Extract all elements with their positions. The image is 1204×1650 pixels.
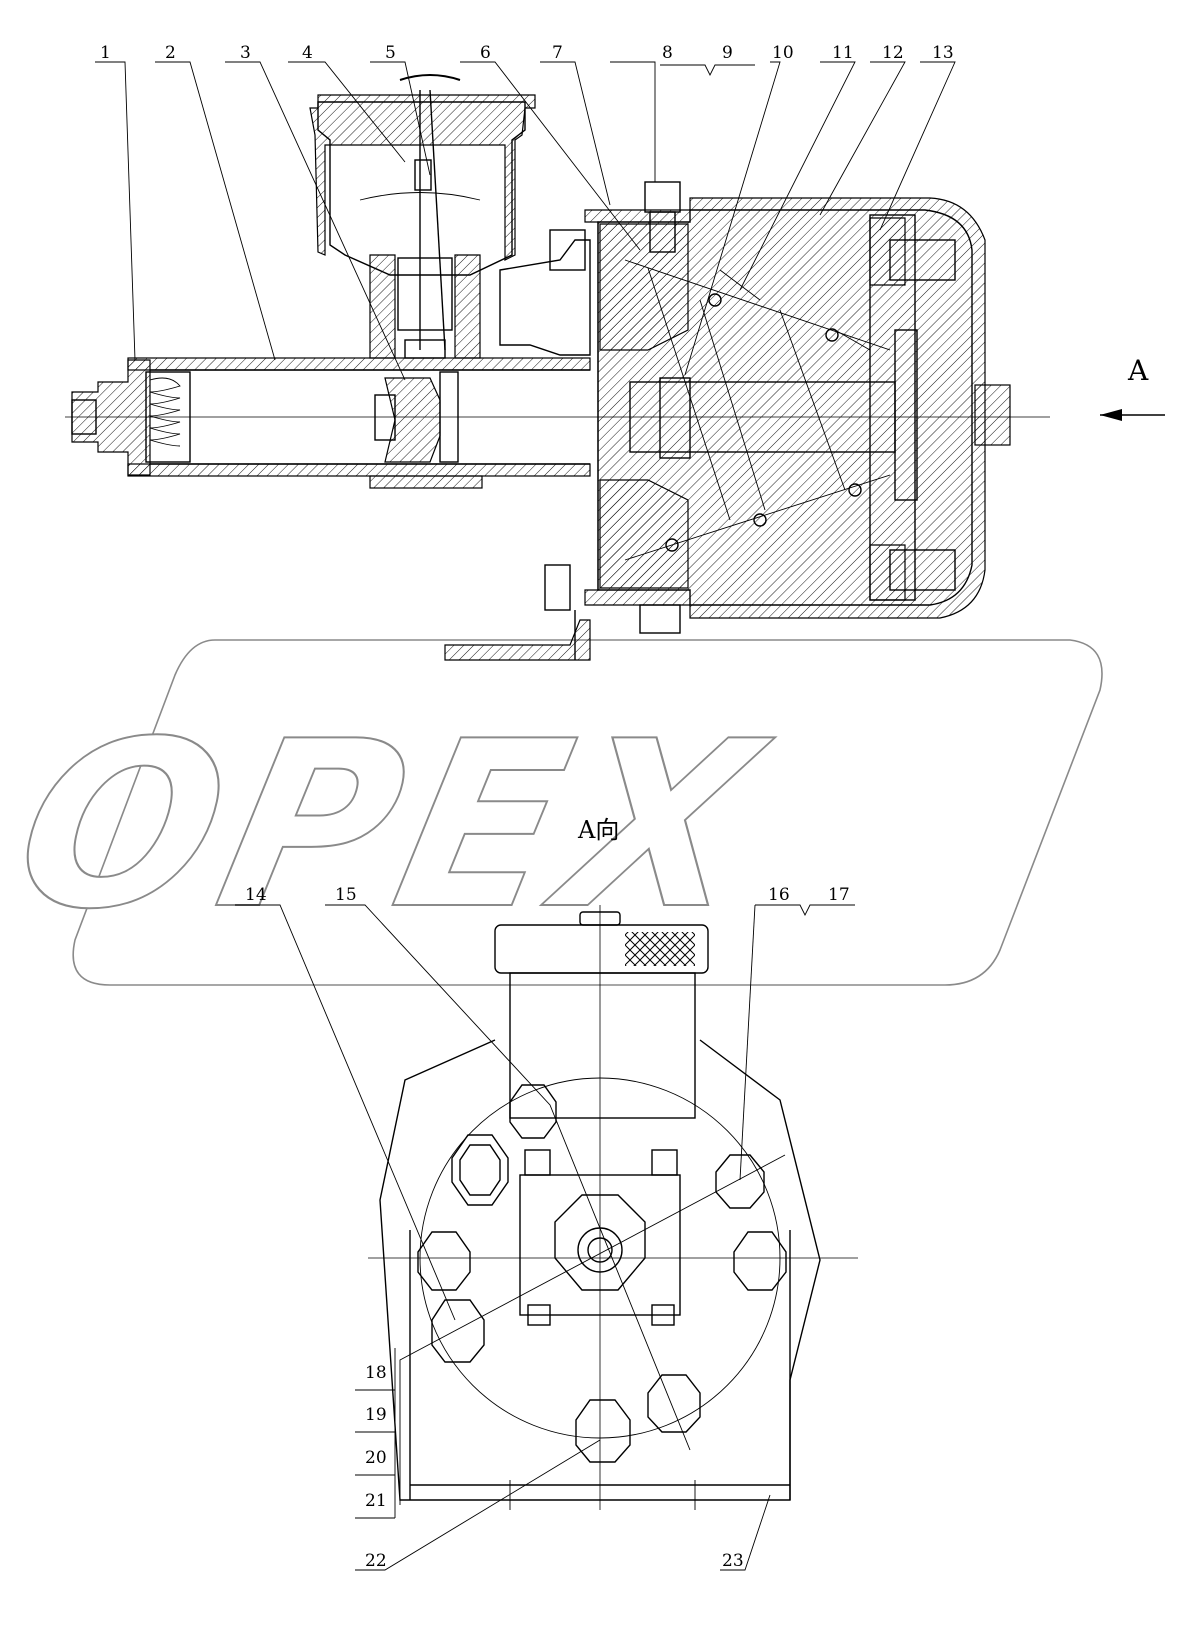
callout-12: 12	[882, 43, 904, 63]
reservoir	[309, 74, 536, 359]
svg-text:A: A	[1127, 354, 1149, 387]
callout-11: 11	[832, 43, 854, 63]
callout-10: 10	[772, 43, 794, 63]
callout-3: 3	[240, 43, 251, 63]
callout-9: 9	[722, 43, 733, 63]
watermark-text: OPEX	[0, 691, 785, 959]
callout-22: 22	[365, 1551, 387, 1571]
section-view: A 1 2 3 4 5 6 7 8 9 10 11 12 1	[65, 43, 1165, 661]
return-spring	[145, 371, 191, 463]
central-hub	[554, 1194, 646, 1291]
callout-6: 6	[480, 43, 491, 63]
callout-13: 13	[932, 43, 954, 63]
end-fitting	[71, 359, 151, 476]
callout-2: 2	[165, 43, 176, 63]
leader-lines-bottom	[235, 904, 855, 1571]
end-view: A向	[235, 816, 858, 1571]
callout-15: 15	[335, 885, 357, 905]
booster-housing	[444, 181, 1011, 661]
bolt-16	[715, 1154, 765, 1209]
cylinder-body-top-wall	[127, 357, 591, 371]
callout-14: 14	[245, 885, 267, 905]
callout-16: 16	[768, 885, 790, 905]
piston	[384, 377, 441, 463]
callout-table	[355, 1348, 396, 1519]
watermark: OPEX	[0, 639, 1103, 986]
callout-1: 1	[100, 43, 111, 63]
view-arrow-a: A	[1100, 354, 1165, 421]
callout-18: 18	[365, 1363, 387, 1383]
leader-lines-top	[95, 61, 956, 381]
view-title: A向	[577, 816, 619, 844]
callout-21: 21	[365, 1491, 387, 1511]
cylinder-body-bottom-wall	[127, 463, 591, 477]
callout-17: 17	[828, 885, 850, 905]
callout-20: 20	[365, 1448, 387, 1468]
callout-19: 19	[365, 1405, 387, 1425]
callout-4: 4	[302, 43, 313, 63]
callout-8: 8	[662, 43, 673, 63]
bolt-large	[451, 1134, 509, 1206]
callout-23: 23	[722, 1551, 744, 1571]
callout-7: 7	[552, 43, 563, 63]
callout-5: 5	[385, 43, 396, 63]
